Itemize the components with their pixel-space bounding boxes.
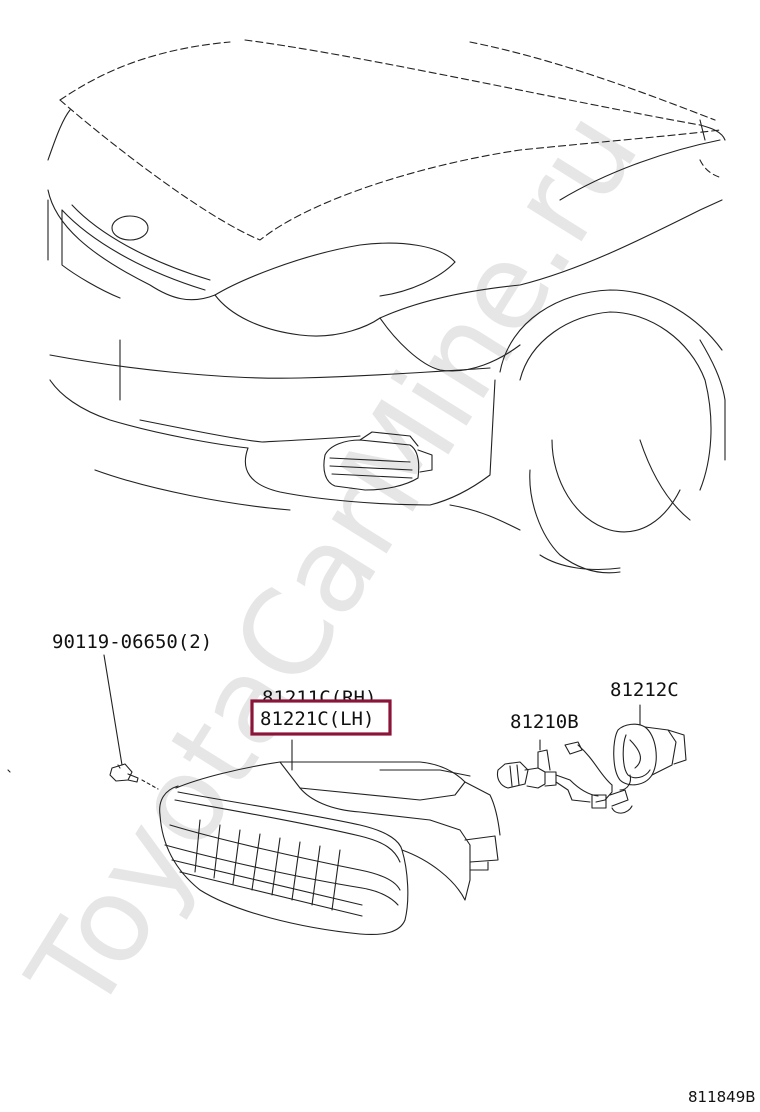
diagram-code: 811849B [688,1088,756,1106]
bulb-drawing [496,739,613,803]
part-label-bolt[interactable]: 90119-06650(2) [52,631,212,653]
part-labels: 90119-06650(2) 81211C(RH) 81221C(LH) 812… [52,631,756,1106]
car-illustration [47,39,726,574]
part-label-socket[interactable]: 81212C [610,679,679,701]
bolt-drawing [103,654,159,790]
exploded-parts [7,654,687,936]
part-label-bulb[interactable]: 81210B [510,711,579,733]
part-label-lamp-lh[interactable]: 81221C(LH) [260,708,374,730]
socket-drawing [591,704,687,814]
fog-lamp-drawing [159,739,501,936]
highlight-box [250,699,392,736]
